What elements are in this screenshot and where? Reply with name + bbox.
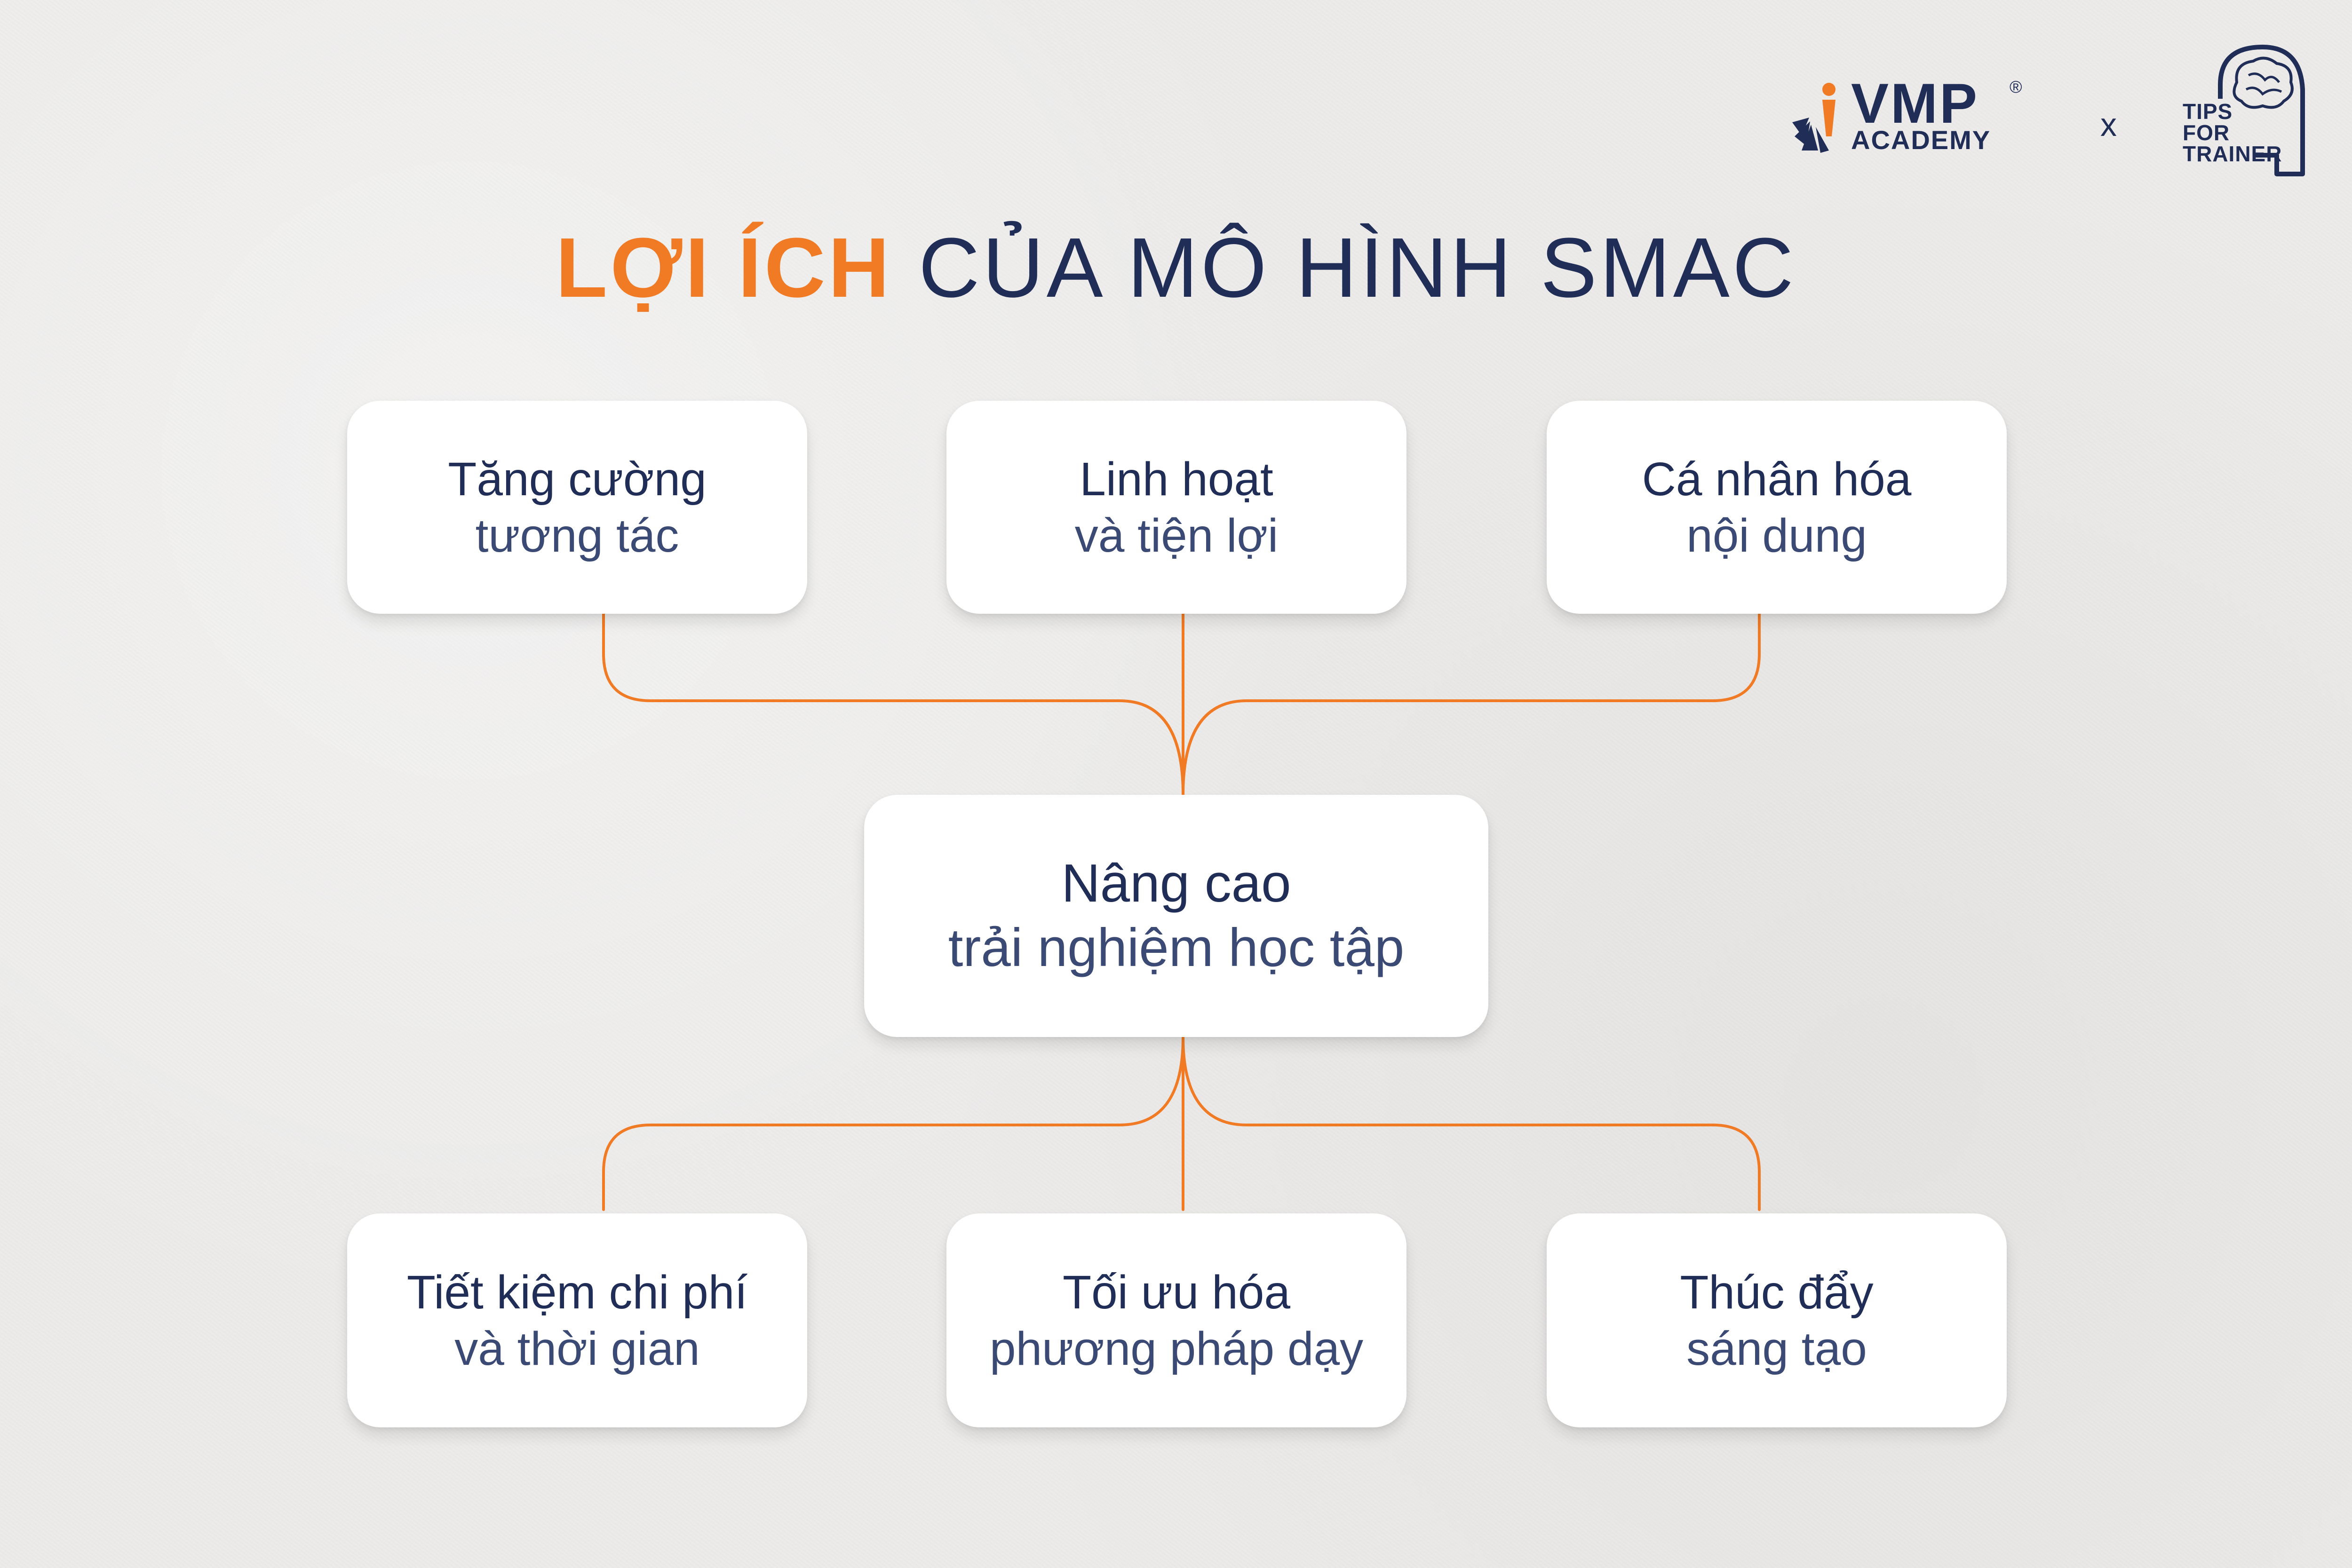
benefit-box-creativity: Thúc đẩy sáng tạo bbox=[1547, 1213, 2007, 1427]
tft-wordmark: TIPS FOR TRAINER bbox=[2183, 101, 2282, 165]
box-title: Tối ưu hóa bbox=[1063, 1266, 1290, 1319]
tips-for-trainer-logo: TIPS FOR TRAINER bbox=[2183, 42, 2310, 179]
benefit-box-interaction: Tăng cường tương tác bbox=[347, 401, 807, 614]
box-title: Linh hoạt bbox=[1080, 452, 1273, 506]
box-title: Thúc đẩy bbox=[1680, 1266, 1874, 1319]
box-subtitle: sáng tạo bbox=[1686, 1322, 1867, 1375]
brand-separator: x bbox=[2100, 106, 2117, 143]
box-title: Nâng cao bbox=[1061, 853, 1291, 913]
box-subtitle: trải nghiệm học tập bbox=[948, 918, 1405, 978]
connector-top-left bbox=[602, 612, 1184, 796]
vmp-mark-icon bbox=[1792, 83, 1836, 153]
vmp-subtitle: ACADEMY bbox=[1851, 125, 1991, 155]
benefit-box-flexibility: Linh hoạt và tiện lợi bbox=[946, 401, 1406, 614]
connector-bottom-right bbox=[1182, 1036, 1761, 1211]
box-subtitle: và thời gian bbox=[454, 1322, 700, 1375]
registered-mark: ® bbox=[2010, 77, 2022, 96]
box-title: Tăng cường bbox=[448, 452, 707, 506]
brain-head-icon bbox=[2218, 45, 2305, 176]
tft-line: FOR bbox=[2183, 120, 2230, 145]
central-benefit-box: Nâng cao trải nghiệm học tập bbox=[864, 795, 1488, 1037]
title-rest: CỦA MÔ HÌNH SMAC bbox=[918, 221, 1796, 315]
box-subtitle: phương pháp dạy bbox=[989, 1322, 1364, 1375]
box-title: Tiết kiệm chi phí bbox=[406, 1266, 748, 1319]
brand-logos: VMP ® ACADEMY x TIPS FOR TRAINER bbox=[1792, 42, 2310, 183]
page-title: LỢI ÍCH CỦA MÔ HÌNH SMAC bbox=[0, 226, 2352, 310]
vmp-academy-logo: VMP ® ACADEMY bbox=[1792, 75, 2037, 174]
box-subtitle: và tiện lợi bbox=[1074, 509, 1279, 562]
vmp-wordmark: VMP bbox=[1851, 72, 1979, 135]
title-highlight: LỢI ÍCH bbox=[556, 221, 892, 315]
benefit-box-personalization: Cá nhân hóa nội dung bbox=[1547, 401, 2007, 614]
connector-top-right bbox=[1182, 612, 1761, 796]
box-title: Cá nhân hóa bbox=[1642, 452, 1912, 506]
benefit-box-cost-saving: Tiết kiệm chi phí và thời gian bbox=[347, 1213, 807, 1427]
box-subtitle: tương tác bbox=[475, 509, 679, 562]
tft-line: TRAINER bbox=[2183, 142, 2282, 166]
benefit-box-teaching-optimization: Tối ưu hóa phương pháp dạy bbox=[946, 1213, 1406, 1427]
tft-line: TIPS bbox=[2183, 99, 2233, 124]
box-subtitle: nội dung bbox=[1686, 509, 1867, 562]
connector-bottom-left bbox=[602, 1036, 1184, 1211]
